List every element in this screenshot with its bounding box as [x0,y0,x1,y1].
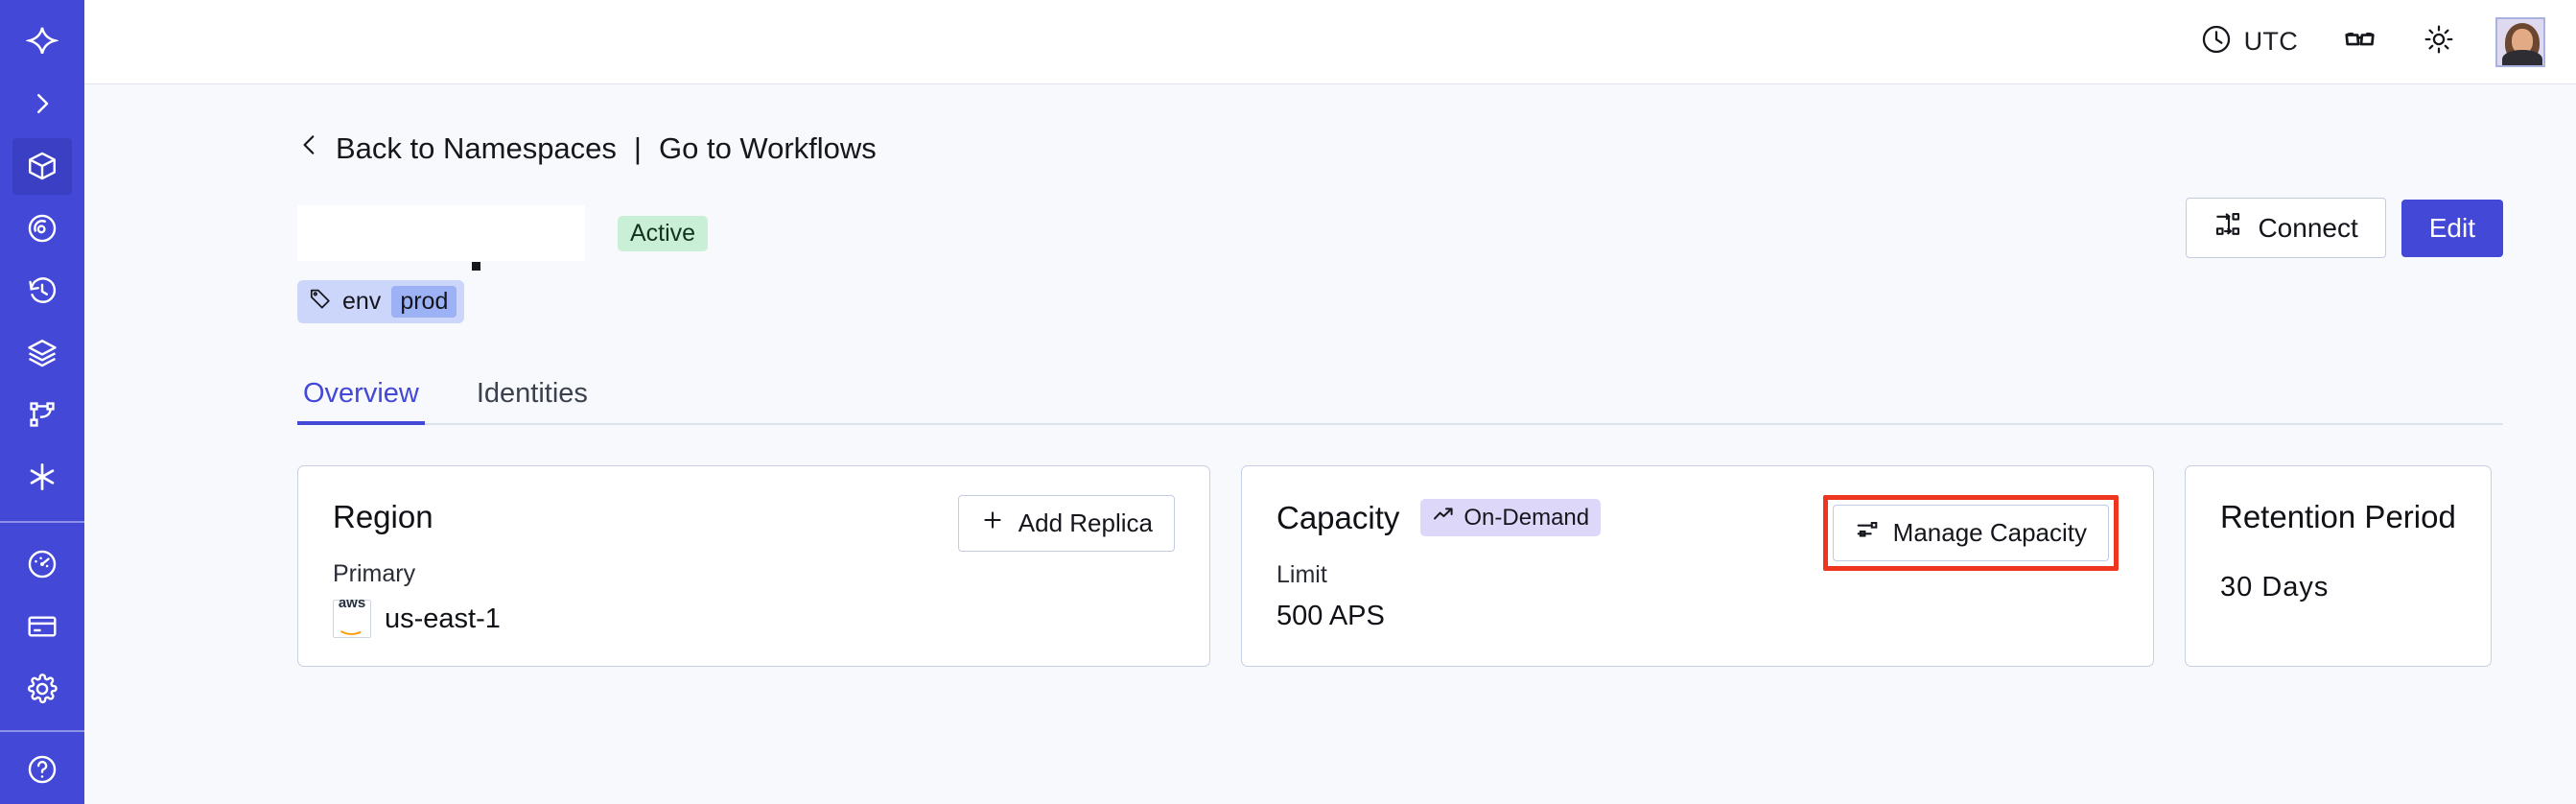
gauge-icon [26,548,59,580]
sidebar-item-layers[interactable] [12,324,72,381]
plus-icon [980,508,1005,539]
connect-button-label: Connect [2258,212,2358,243]
tag-key: env [342,288,382,315]
sidebar-item-namespaces[interactable] [12,137,72,195]
clock-rewind-icon [26,274,59,307]
eye-radar-icon [26,212,59,245]
layers-icon [26,337,59,369]
region-card-title: Region [333,499,433,534]
capacity-card-head: Capacity On-Demand [1276,499,2119,536]
sidebar-item-history[interactable] [12,262,72,319]
region-card-action: Add Replica [957,495,1175,552]
breadcrumb-separator: | [633,131,642,165]
manage-capacity-button[interactable]: Manage Capacity [1832,505,2109,561]
chevron-right-icon [28,89,57,118]
avatar-face [2512,28,2533,54]
sidebar-divider-bottom [0,730,84,733]
sidebar-item-observe[interactable] [12,201,72,257]
topbar: UTC [84,0,2576,84]
namespace-tags: env prod [84,261,2576,323]
namespace-header: Active Co [84,167,2576,271]
highlight-annotation: Manage Capacity [1822,495,2119,571]
capacity-card-action: Manage Capacity [1822,495,2119,571]
retention-value: 30 Days [2220,572,2330,603]
chevron-left-icon [297,130,322,167]
capacity-card-title: Capacity [1276,499,1400,535]
gear-icon [26,673,59,705]
sidebar-divider [0,520,84,523]
sliders-icon [1855,517,1880,549]
retention-card: Retention Period 30 Days [2185,465,2492,667]
sidebar-item-integrations[interactable] [12,449,72,506]
breadcrumb-back-link[interactable]: Back to Namespaces [336,131,617,165]
sidebar-item-workflows[interactable] [12,387,72,443]
retention-card-head: Retention Period [2220,499,2456,535]
capacity-limit-label: Limit [1276,561,1327,588]
sidebar-item-billing[interactable] [12,598,72,654]
timezone-label: UTC [2243,27,2298,56]
credit-card-icon [26,610,59,643]
tab-bar: Overview Identities [297,366,2503,425]
sidebar-item-settings[interactable] [12,660,72,717]
timezone-selector[interactable]: UTC [2200,23,2298,60]
capacity-limit-value: 500 APS [1276,601,1385,631]
avatar-body [2502,49,2542,65]
git-branch-icon [27,399,58,430]
sidebar [0,0,84,804]
add-replica-label: Add Replica [1018,508,1153,537]
capacity-card: Capacity On-Demand [1241,465,2154,667]
aws-wordmark: aws [338,594,366,611]
aws-swoosh [340,611,363,643]
sidebar-item-usage[interactable] [12,536,72,593]
breadcrumb-workflows-link[interactable]: Go to Workflows [658,131,877,165]
retention-card-title: Retention Period [2220,499,2456,534]
manage-capacity-label: Manage Capacity [1892,518,2087,547]
tag-value: prod [391,286,457,318]
connect-button[interactable]: Connect [2186,198,2386,258]
on-demand-badge-label: On-Demand [1464,504,1590,531]
tab-identities[interactable]: Identities [476,378,588,409]
glasses-icon [2342,21,2378,62]
sidebar-item-help[interactable] [12,742,72,798]
asterisk-icon [25,460,59,494]
overview-cards: Region Add Replica Primary [84,425,2576,667]
tag-icon [309,287,332,317]
connect-icon [2213,210,2242,246]
help-circle-icon [26,753,59,786]
on-demand-badge: On-Demand [1420,499,1602,536]
add-replica-button[interactable]: Add Replica [957,495,1175,552]
theme-toggle-button[interactable] [2423,23,2455,60]
region-card: Region Add Replica Primary [297,465,1210,667]
region-card-head: Region [333,499,1175,535]
aws-logo-icon: aws [333,596,371,638]
tab-overview[interactable]: Overview [297,378,425,425]
edit-button-label: Edit [2428,212,2475,243]
main-region: UTC [84,0,2576,804]
reading-mode-button[interactable] [2342,21,2378,62]
header-actions: Connect Edit [2186,198,2503,258]
avatar[interactable] [2495,16,2545,67]
namespace-name [297,205,585,271]
region-primary-label: Primary [333,560,416,587]
content-area: Back to Namespaces | Go to Workflows Act… [84,84,2576,804]
trending-up-icon [1432,503,1455,532]
cube-icon [26,150,59,182]
edit-button[interactable]: Edit [2400,199,2503,257]
clock-icon [2200,23,2233,60]
temporal-logo-icon [26,25,59,58]
status-badge: Active [618,215,709,251]
sidebar-item-expand[interactable] [12,76,72,132]
breadcrumb[interactable]: Back to Namespaces | Go to Workflows [84,84,877,167]
region-value: us-east-1 [385,603,501,634]
sidebar-item-logo[interactable] [12,13,72,70]
sun-icon [2423,23,2455,60]
tag-chip-env[interactable]: env prod [297,280,465,323]
region-value-row: aws us-east-1 [333,596,1175,638]
